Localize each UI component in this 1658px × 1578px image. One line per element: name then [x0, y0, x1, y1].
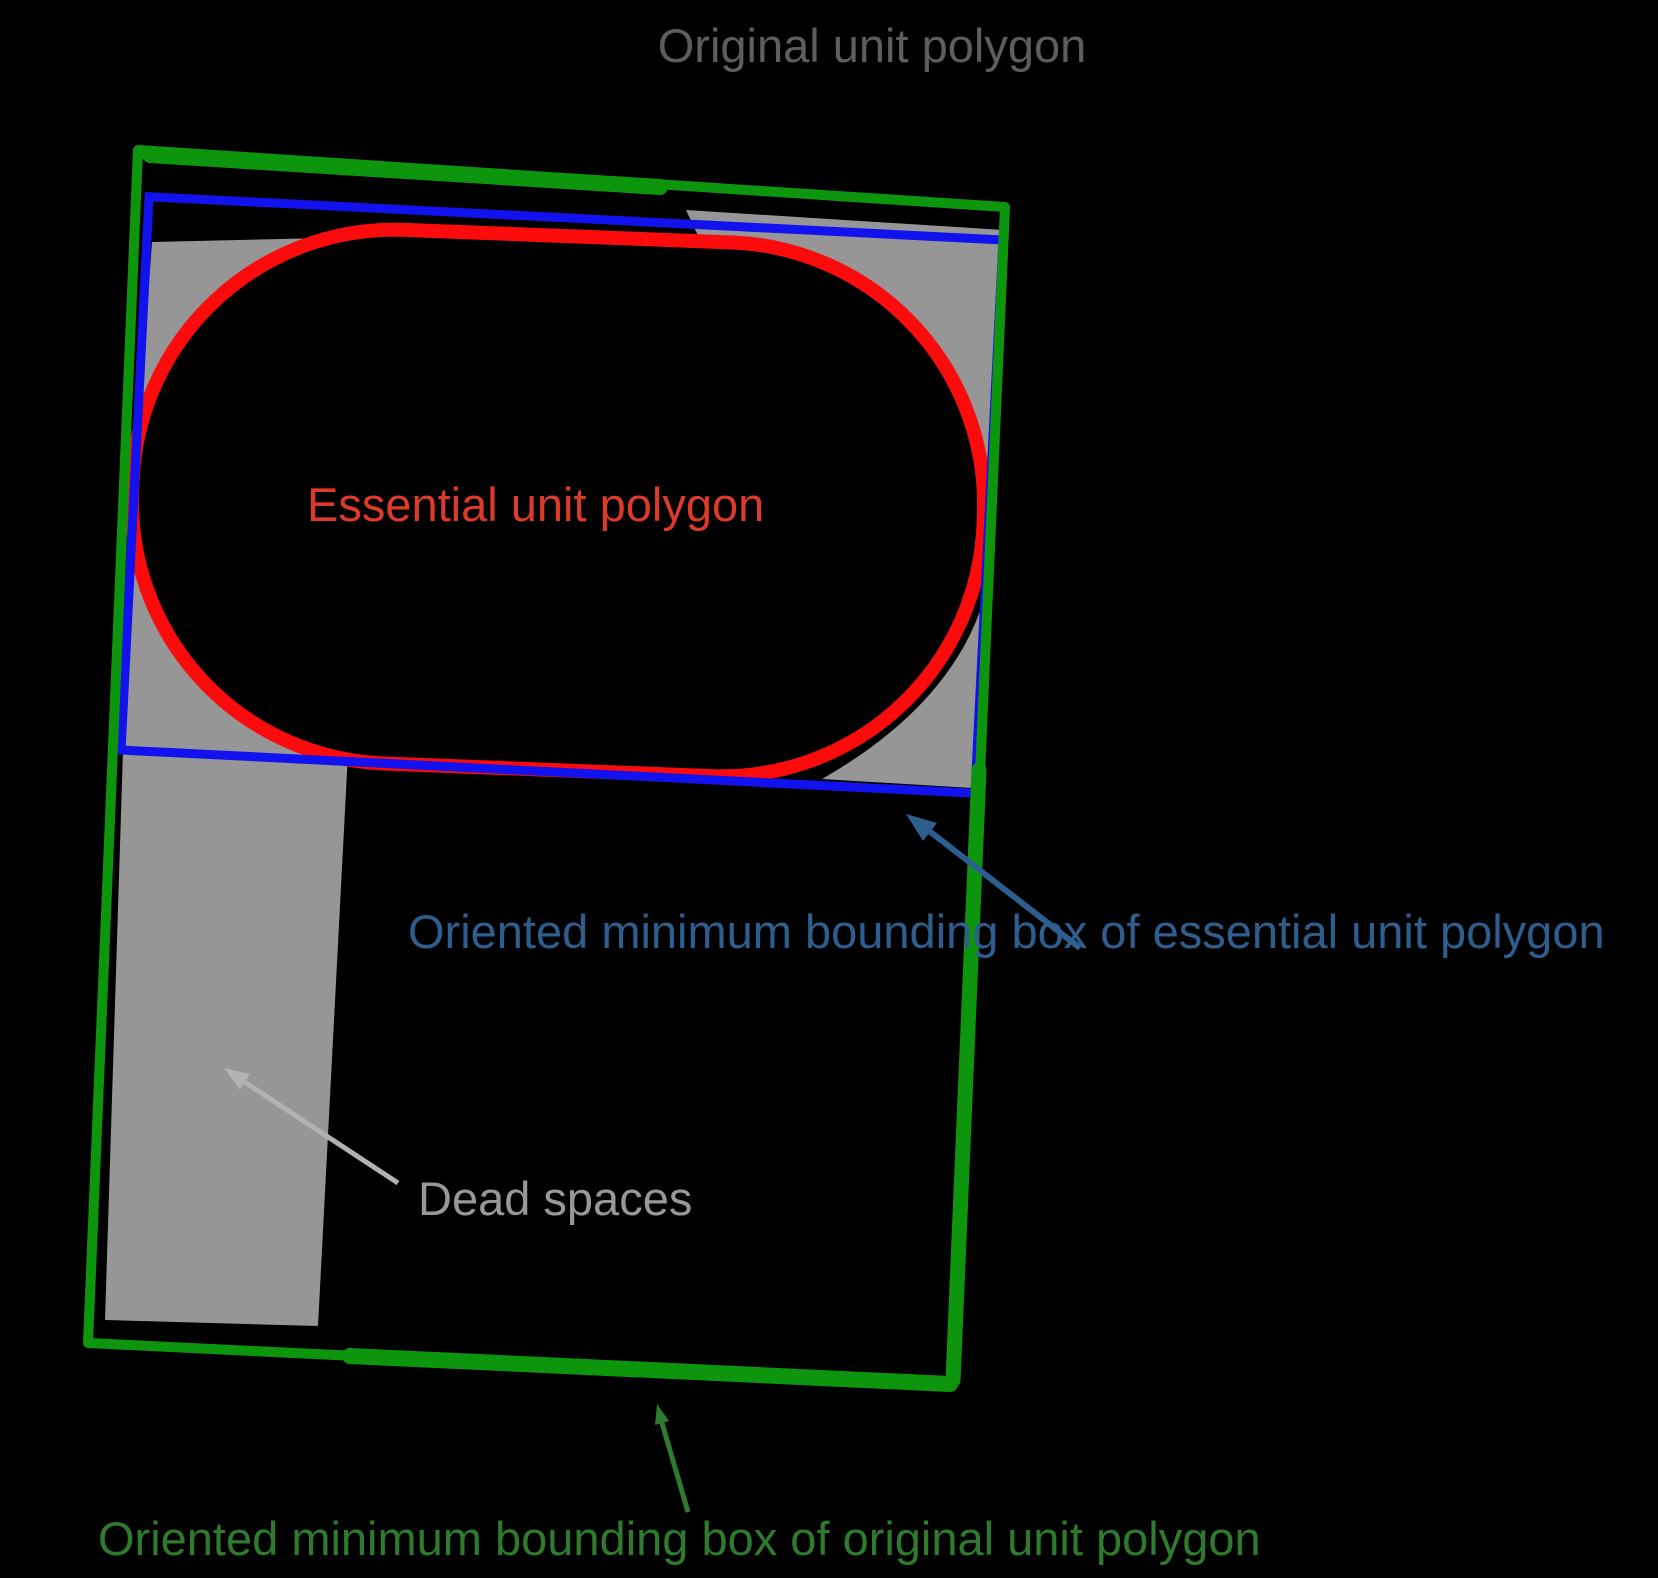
dead-spaces-label: Dead spaces — [418, 1172, 692, 1225]
original-bbox-label: Oriented minimum bounding box of origina… — [98, 1512, 1261, 1565]
essential-bbox-label: Oriented minimum bounding box of essenti… — [408, 905, 1605, 958]
essential-bbox-arrow-line — [926, 827, 1082, 951]
original-bbox-arrow — [655, 1404, 691, 1513]
dead-space-left-strip-region — [105, 497, 348, 1326]
dead-spaces-arrow-line — [241, 1078, 400, 1186]
dead-spaces-arrowhead — [224, 1068, 250, 1090]
essential-bbox-arrowhead — [906, 814, 937, 841]
dead-space-top-left-region — [134, 236, 410, 494]
original-bbox-right-marker-stroke — [945, 762, 987, 1388]
figure-title: Original unit polygon — [658, 19, 1087, 72]
original-bbox-arrowhead — [655, 1404, 669, 1425]
dead-space-regions — [105, 210, 1004, 1326]
dead-space-bottom-right-region — [822, 585, 988, 788]
original-bbox-bottom-marker-stroke — [342, 1348, 958, 1392]
dead-space-top-right-region — [686, 210, 1004, 520]
original-bbox-arrow-line — [659, 1422, 691, 1513]
original-bbox-top-marker-stroke — [142, 147, 668, 195]
essential-polygon-label: Essential unit polygon — [307, 478, 764, 531]
dead-spaces-arrow — [224, 1068, 400, 1186]
original-bbox — [83, 145, 1010, 1392]
essential-bbox-arrow — [906, 814, 1082, 951]
